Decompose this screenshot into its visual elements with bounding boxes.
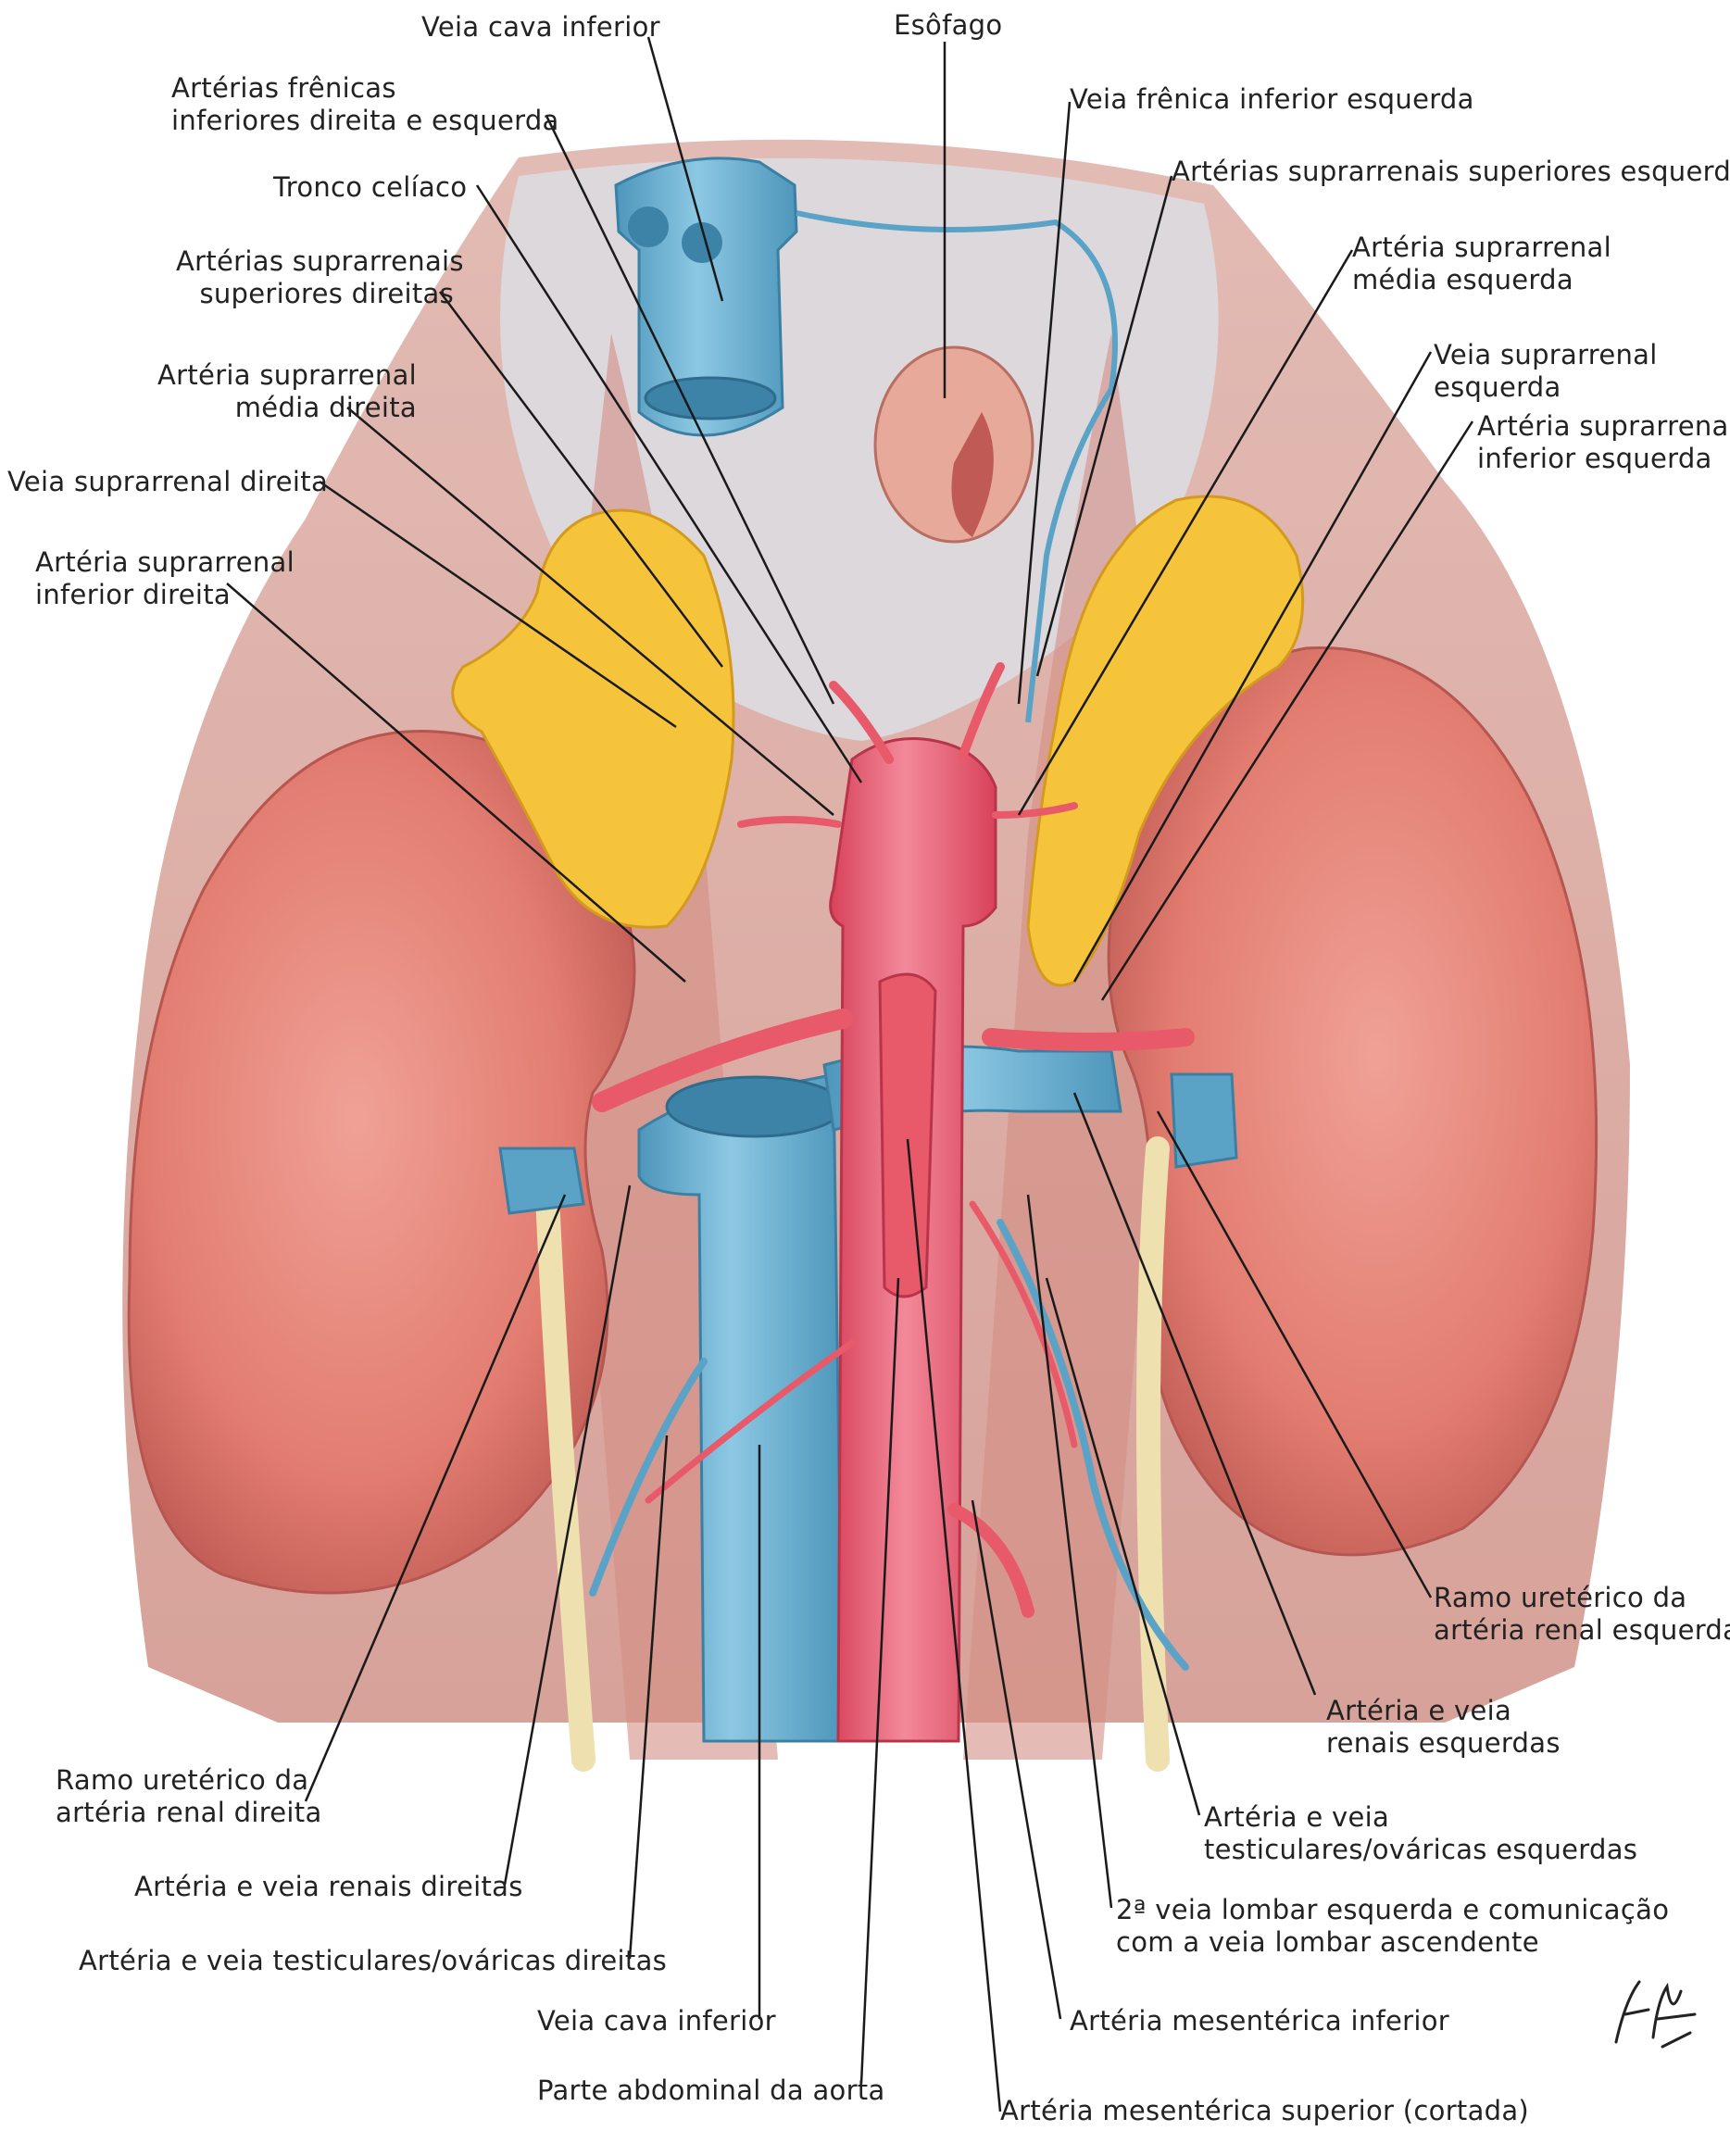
label-line-1: 2ª veia lombar esquerda e comunicação <box>1116 1894 1670 1925</box>
inferior-mesenteric-artery <box>947 1503 1034 1618</box>
label-inferior-phrenic-arteries: Artérias frênicas inferiores direita e e… <box>171 72 559 137</box>
label-line-2: média esquerda <box>1352 264 1573 295</box>
label-line-2: com a veia lombar ascendente <box>1116 1926 1539 1958</box>
label-line-2: artéria renal direita <box>56 1797 322 1828</box>
label-right-ureteric-branch: Ramo uretérico da artéria renal direita <box>56 1764 322 1829</box>
label-right-suprarenal-vein: Veia suprarrenal direita <box>7 466 329 497</box>
celiac-trunk <box>737 662 1078 828</box>
left-renal-artery <box>982 1028 1195 1051</box>
label-line-2: renais esquerdas <box>1326 1727 1561 1759</box>
label-line-1: Artérias frênicas <box>171 72 396 104</box>
label-line-1: Artéria suprarrenal <box>35 546 295 578</box>
label-left-ureteric-branch: Ramo uretérico da artéria renal esquerda <box>1434 1582 1730 1647</box>
label-right-inferior-suprarenal-artery: Artéria suprarrenal inferior direita <box>35 546 295 611</box>
label-celiac-trunk: Tronco celíaco <box>273 171 468 203</box>
leader-lines <box>226 36 1474 2112</box>
label-abdominal-aorta: Parte abdominal da aorta <box>537 2075 885 2106</box>
right-ureter <box>534 1164 595 1772</box>
left-inferior-phrenic-vein <box>796 210 1118 723</box>
label-line-1: Artéria suprarrenal <box>1477 410 1730 442</box>
left-ureter <box>1136 1136 1170 1772</box>
ivc-top-cut <box>614 157 798 437</box>
label-line-1: Artéria suprarrenal <box>157 359 417 391</box>
label-ivc-bottom: Veia cava inferior <box>537 2005 776 2037</box>
label-right-renal-vessels: Artéria e veia renais direitas <box>134 1871 523 1902</box>
label-line-1: Ramo uretérico da <box>56 1764 309 1796</box>
label-line-2: superiores direitas <box>199 278 454 309</box>
label-right-middle-suprarenal-artery: Artéria suprarrenal média direita <box>139 359 417 424</box>
label-left-inferior-phrenic-vein: Veia frênica inferior esquerda <box>1070 83 1474 115</box>
label-left-suprarenal-vein: Veia suprarrenal esquerda <box>1434 339 1658 404</box>
label-left-gonadal-vessels: Artéria e veia testiculares/ováricas esq… <box>1204 1801 1637 1866</box>
label-left-inferior-suprarenal-artery: Artéria suprarrenal inferior esquerda <box>1477 410 1730 475</box>
left-adrenal-gland <box>1026 495 1305 987</box>
label-esophagus: Esôfago <box>894 9 1003 41</box>
superior-mesenteric-artery <box>878 972 937 1298</box>
label-line-1: Artéria suprarrenal <box>1352 232 1611 263</box>
label-line-1: Ramo uretérico da <box>1434 1582 1687 1613</box>
label-line-2: inferior esquerda <box>1477 443 1712 474</box>
label-line-2: inferior direita <box>35 579 231 610</box>
label-left-superior-suprarenal-arteries: Artérias suprarrenais superiores esquerd… <box>1172 156 1730 187</box>
right-renal-artery <box>592 1009 853 1112</box>
label-ivc-top: Veia cava inferior <box>421 11 660 43</box>
label-line-2: artéria renal esquerda <box>1434 1614 1730 1646</box>
label-left-renal-vessels: Artéria e veia renais esquerdas <box>1326 1695 1561 1760</box>
right-adrenal-gland <box>451 508 735 929</box>
gonadal-vessels <box>589 1200 1189 1671</box>
ivc-cut-opening <box>665 1075 845 1138</box>
left-renal-vein-stub <box>1170 1072 1238 1169</box>
label-inferior-mesenteric-artery: Artéria mesentérica inferior <box>1070 2005 1450 2037</box>
label-second-lumbar-vein: 2ª veia lombar esquerda e comunicação co… <box>1116 1894 1669 1959</box>
label-line-1: Artéria e veia <box>1204 1801 1390 1833</box>
label-line-1: Veia suprarrenal <box>1434 339 1658 370</box>
label-line-2: testiculares/ováricas esquerdas <box>1204 1834 1638 1865</box>
label-line-1: Artéria e veia <box>1326 1695 1512 1726</box>
left-kidney <box>1107 646 1598 1557</box>
label-line-2: média direita <box>234 392 417 423</box>
right-kidney <box>127 729 636 1595</box>
label-line-2: esquerda <box>1434 371 1561 403</box>
label-superior-mesenteric-artery: Artéria mesentérica superior (cortada) <box>1000 2095 1530 2126</box>
label-left-middle-suprarenal-artery: Artéria suprarrenal média esquerda <box>1352 232 1611 296</box>
label-line-2: inferiores direita e esquerda <box>171 105 559 136</box>
artist-signature <box>1614 1980 1697 2049</box>
label-line-1: Artérias suprarrenais <box>176 245 464 277</box>
right-renal-vein <box>498 1147 585 1215</box>
label-right-superior-suprarenal-arteries: Artérias suprarrenais superiores direita… <box>176 245 464 310</box>
esophagus-cut <box>873 345 1034 544</box>
label-right-gonadal-vessels: Artéria e veia testiculares/ováricas dir… <box>79 1945 668 1976</box>
